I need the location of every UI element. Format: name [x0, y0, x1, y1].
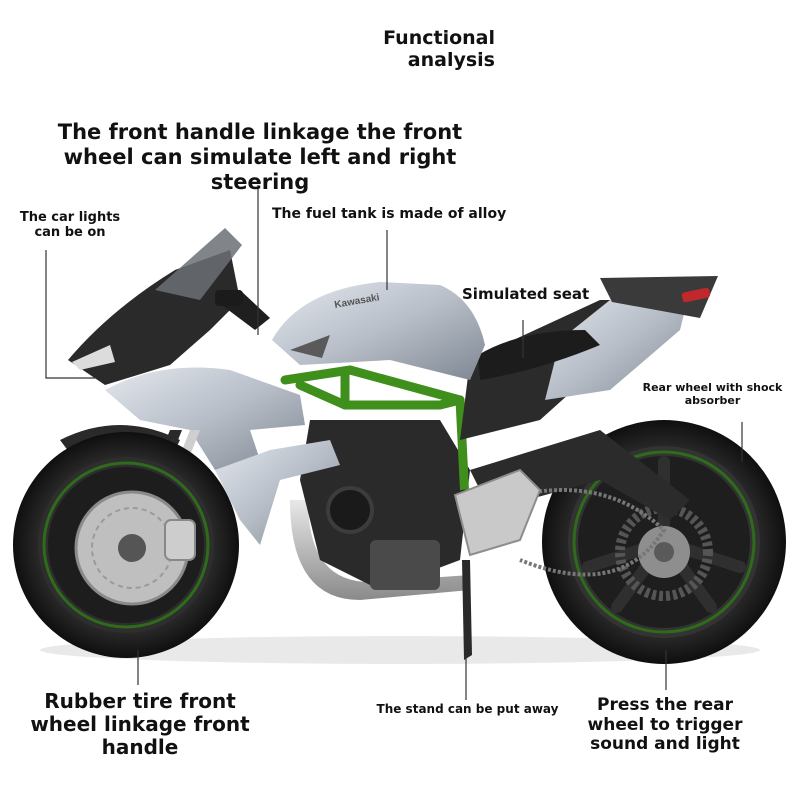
label-rear-wheel: Rear wheel with shock absorber: [642, 381, 783, 408]
tail-silver: [545, 290, 690, 400]
chain: [499, 488, 667, 577]
side-stand: [462, 560, 472, 660]
label-press-rear-wheel: Press the rear wheel to trigger sound an…: [587, 695, 743, 755]
footpeg-bracket: [453, 468, 542, 557]
mirror: [215, 290, 243, 306]
exhaust-pipe: [290, 500, 470, 600]
label-front-tire: Rubber tire front wheel linkage front ha…: [30, 689, 250, 759]
label-car-lights: The car lights can be on: [19, 210, 121, 240]
front-wheel: [13, 432, 239, 658]
fuel-tank: [272, 282, 485, 380]
lower-fairing: [215, 440, 340, 545]
callout-lines: [45, 185, 743, 700]
label-steering: The front handle linkage the front wheel…: [57, 120, 463, 195]
windscreen: [155, 228, 242, 300]
tail-fairing: [600, 276, 718, 318]
ground-shadow: [40, 636, 760, 664]
label-fuel-tank: The fuel tank is made of alloy: [272, 206, 507, 222]
tail-light: [681, 287, 711, 303]
label-stand: The stand can be put away: [376, 702, 559, 716]
label-seat: Simulated seat: [462, 285, 590, 303]
trellis-frame: [280, 365, 470, 505]
heading-functional-analysis: Functional analysis: [383, 27, 495, 71]
side-fairing: [105, 367, 305, 470]
headlight: [72, 345, 115, 370]
seat: [478, 330, 600, 380]
